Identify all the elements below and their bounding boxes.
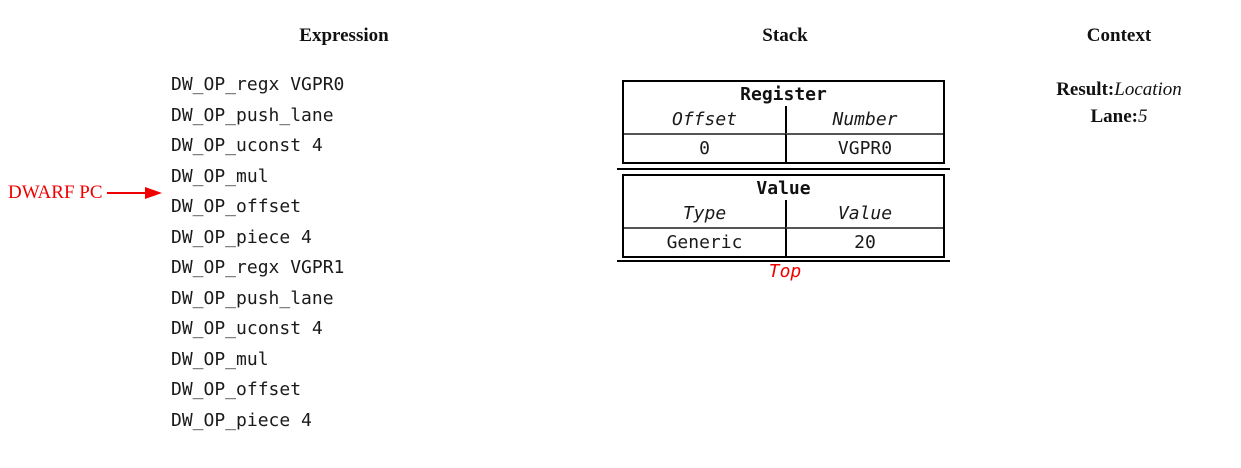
expression-op-list: DW_OP_regx VGPR0 DW_OP_push_lane DW_OP_u… xyxy=(171,70,344,436)
expression-op: DW_OP_mul xyxy=(171,348,269,370)
register-offset-header: Offset xyxy=(671,109,738,130)
lane-label: Lane: xyxy=(1090,106,1139,127)
expression-op-at-pc: DW_OP_offset xyxy=(171,196,302,217)
stack-slot-divider xyxy=(617,168,950,170)
dwarf-pc-arrow-icon xyxy=(107,187,162,199)
register-number-header: Number xyxy=(785,106,943,133)
value-type-header: Type xyxy=(682,203,727,224)
expression-op: DW_OP_regx VGPR0 xyxy=(171,74,345,95)
register-offset-value: 0 xyxy=(624,133,785,162)
register-number-value: VGPR0 xyxy=(785,133,943,162)
expression-op: DW_OP_mul xyxy=(171,165,269,187)
stack-slot-divider xyxy=(617,260,950,262)
value-type-value: Generic xyxy=(624,227,785,256)
stack-entry-register: Register Offset Number 0 VGPR0 xyxy=(622,80,945,164)
stack-entry-title: Register xyxy=(740,83,827,105)
expression-op: DW_OP_uconst 4 xyxy=(171,135,323,156)
expression-op: DW_OP_push_lane xyxy=(171,104,334,126)
dwarf-pc-label: DWARF PC xyxy=(8,182,103,203)
result-label: Result: xyxy=(1056,79,1115,100)
stack-top-label: Top xyxy=(768,261,802,282)
result-value: Location xyxy=(1114,79,1182,100)
expression-op: DW_OP_offset xyxy=(171,379,302,400)
expression-op: DW_OP_piece 4 xyxy=(171,226,312,248)
context-lane-line: Lane:5 xyxy=(1091,106,1148,128)
expression-op: DW_OP_piece 4 xyxy=(171,409,312,431)
expression-op: DW_OP_uconst 4 xyxy=(171,318,323,339)
stack-entry-title: Value xyxy=(756,177,811,199)
context-result-line: Result:Location xyxy=(1056,79,1182,101)
stack-entry-value: Value Type Value Generic 20 xyxy=(622,174,945,258)
stack-column-title: Stack xyxy=(762,25,808,46)
expression-column-title: Expression xyxy=(299,25,389,46)
expression-op: DW_OP_regx VGPR1 xyxy=(171,257,345,278)
expression-op: DW_OP_push_lane xyxy=(171,287,334,309)
value-value-value: 20 xyxy=(785,227,943,256)
lane-value: 5 xyxy=(1138,106,1148,127)
value-value-header: Value xyxy=(785,200,943,227)
context-column-title: Context xyxy=(1086,25,1152,46)
